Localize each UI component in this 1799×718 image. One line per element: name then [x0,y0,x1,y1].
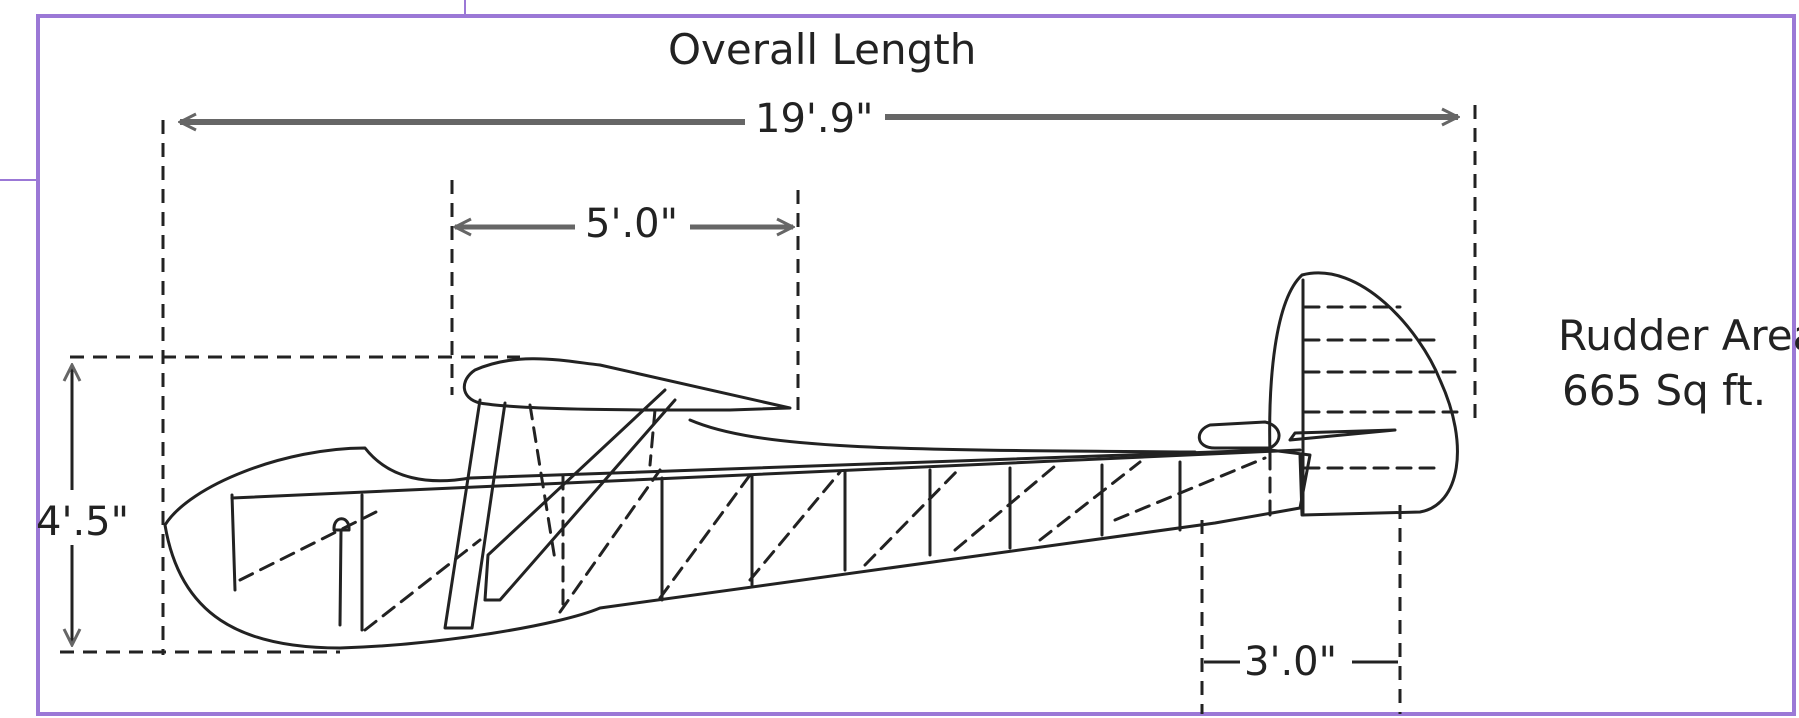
fuselage-outline [163,446,1312,650]
control-stick [332,517,351,627]
tail-boom [688,418,1197,454]
fuselage-truss [238,456,1267,632]
horizontal-stabilizer [1197,420,1281,450]
fuselage-frames [230,460,1182,632]
rudder-ribs [1303,305,1464,470]
overall-length-title: Overall Length [668,25,976,74]
wing-chord-value: 5'.0" [585,201,678,247]
rudder-outline [1268,271,1459,517]
extension-lines [60,105,1477,714]
wing-strut-front [443,398,507,630]
glider-drawing [163,271,1464,650]
height-value: 4'.5" [36,499,129,545]
rudder-area-value: 665 Sq ft. [1562,366,1766,415]
rudder-area-label: Rudder Area [1558,311,1799,360]
overall-length-dimension [180,117,1458,122]
wing-outline [462,357,792,412]
wing-strut-inner [528,403,657,562]
fuselage-longeron [230,448,1302,500]
wing-strut-diagonal [483,388,677,602]
fuselage-frames-dashed [561,453,1272,612]
elevator [1288,428,1397,442]
overall-length-value: 19'.9" [755,96,873,142]
tail-length-value: 3'.0" [1244,639,1337,685]
